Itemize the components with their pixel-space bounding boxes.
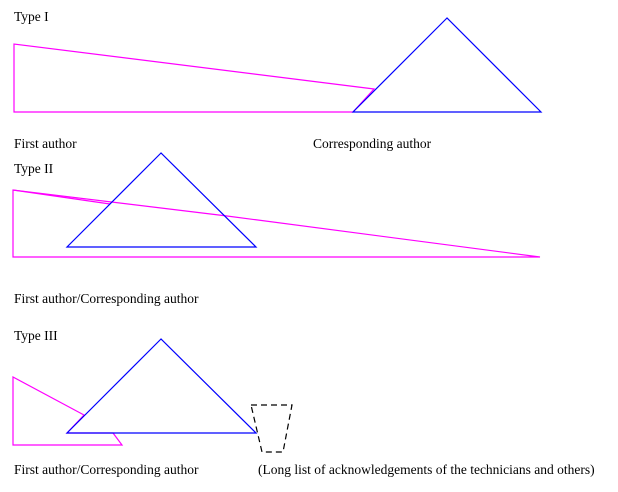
type-2-wedge <box>12 189 541 258</box>
type-1-corresponding-author-label: Corresponding author <box>313 136 432 151</box>
type-1-wedge <box>13 43 376 113</box>
type-2-triangle <box>65 152 258 248</box>
type-3-triangle <box>65 338 258 434</box>
type-2-wedge-segment <box>12 189 111 205</box>
type-1-first-author-label: First author <box>14 136 77 151</box>
type-1-title: Type I <box>14 9 49 24</box>
type-3-title: Type III <box>14 328 58 343</box>
type-3-author-label: First author/Corresponding author <box>14 462 199 477</box>
type-1-triangle <box>351 17 543 113</box>
type-2-title: Type II <box>14 161 54 176</box>
type-3-trapezoid <box>250 404 293 453</box>
type-2-author-label: First author/Corresponding author <box>14 291 199 306</box>
type-3-wedge <box>12 375 124 446</box>
type-3-acknowledgements-label: (Long list of acknowledgements of the te… <box>258 462 595 477</box>
